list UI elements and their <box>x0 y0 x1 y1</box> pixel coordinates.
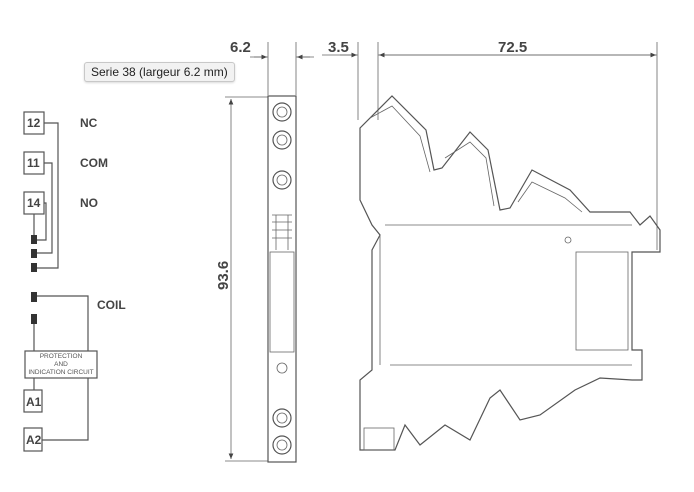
dimension-depth: 72.5 <box>498 39 527 56</box>
svg-text:12: 12 <box>27 116 41 130</box>
label-no: NO <box>80 196 98 210</box>
terminal-12: 12 <box>23 111 45 135</box>
svg-text:11: 11 <box>27 156 40 170</box>
svg-text:A1: A1 <box>26 395 42 409</box>
svg-text:INDICATION CIRCUIT: INDICATION CIRCUIT <box>28 369 93 376</box>
terminal-a2: A2 <box>23 427 43 452</box>
side-view: 3.5 72.5 <box>322 39 661 451</box>
wiring-schematic: 12 11 14 NC COM NO COIL PROTECTION AND I… <box>23 111 126 452</box>
terminal-14: 14 <box>23 191 45 215</box>
dimension-height: 93.6 <box>215 261 232 290</box>
protection-indication-circuit-box: PROTECTION AND INDICATION CIRCUIT <box>24 350 98 379</box>
label-coil: COIL <box>97 298 126 312</box>
svg-text:PROTECTION: PROTECTION <box>40 353 83 360</box>
terminal-11: 11 <box>23 151 45 175</box>
svg-text:A2: A2 <box>26 433 42 447</box>
dimension-width: 6.2 <box>230 39 251 56</box>
front-view: 6.2 93.6 <box>215 39 314 463</box>
terminal-a1: A1 <box>23 389 43 413</box>
dimension-offset: 3.5 <box>328 39 349 56</box>
label-nc: NC <box>80 116 98 130</box>
label-com: COM <box>80 156 108 170</box>
svg-text:AND: AND <box>54 361 68 368</box>
tooltip: Serie 38 (largeur 6.2 mm) <box>84 62 235 82</box>
svg-text:14: 14 <box>27 196 41 210</box>
